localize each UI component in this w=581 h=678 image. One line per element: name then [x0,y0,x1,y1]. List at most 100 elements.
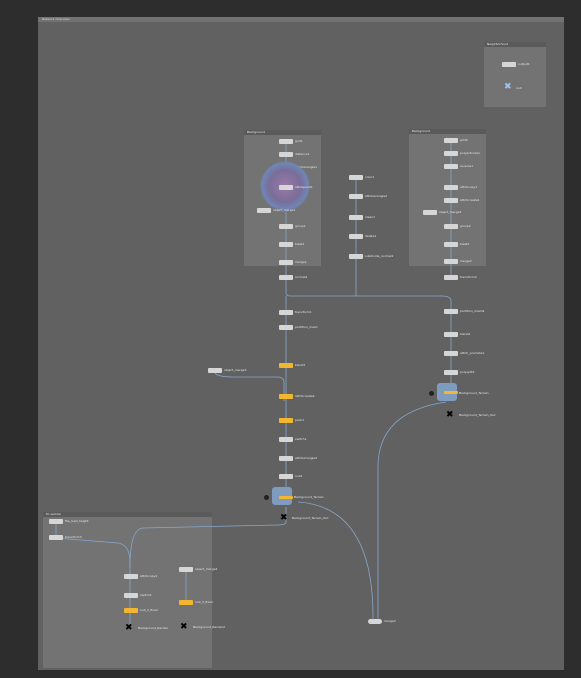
node-object-merge3[interactable] [208,368,222,373]
frame-bottom-section[interactable]: M. section [43,512,212,668]
node-attribcopy2[interactable] [124,574,138,579]
frame-title: Background [409,129,486,134]
network-canvas[interactable]: Network Overview Neighborhood Background… [38,17,564,670]
node-label: attribcreate1 [460,198,480,202]
output-node[interactable] [502,62,516,67]
node-delete1[interactable] [349,234,363,239]
node-label: merge3 [384,619,396,623]
node-attrib-promote1[interactable] [444,351,458,356]
node-group1[interactable] [279,224,293,229]
null-node-icon[interactable]: ✖ [504,82,512,92]
node-label: switch1 [295,437,307,441]
node-switch1[interactable] [279,437,293,442]
node-label: object_merge2 [439,210,462,214]
node-attribcopy1[interactable] [444,185,458,190]
node-attribwrangle3[interactable] [279,456,293,461]
node-switch2[interactable] [124,593,138,598]
node-merge1[interactable] [279,260,293,265]
node-attribcreate2[interactable] [279,394,293,399]
node-grid1[interactable] [279,139,293,144]
node-grid2[interactable] [444,138,458,143]
node-label: output1 [518,62,530,66]
node-label: null1 [295,474,303,478]
node-transform2[interactable] [444,275,458,280]
node-label: delete1 [365,234,377,238]
node-label: Background_Terrain_Out [459,413,496,417]
node-label: grid1 [295,139,303,143]
node-label: attribpaint1 [295,185,313,189]
node-blast2[interactable] [444,242,458,247]
bypass-icon[interactable]: ✖ [180,622,188,632]
node-transform1[interactable] [279,310,293,315]
node-label: blast2 [460,242,470,246]
node-label: object_merge1 [273,208,296,212]
node-blast1[interactable] [279,242,293,247]
node-label: merge1 [295,260,307,264]
node-object-merge1[interactable] [257,208,271,213]
node-blend2[interactable] [444,332,458,337]
node-null-2-fixed[interactable] [124,608,138,613]
node-terrain-left[interactable] [279,496,293,499]
node-polyextrude1[interactable] [444,151,458,156]
render-flag-dot[interactable] [429,391,434,396]
node-reverse1[interactable] [444,164,458,169]
canvas-title: Network Overview [42,17,70,21]
node-label: file_load_height [65,519,89,523]
node-null1[interactable] [279,474,293,479]
bypass-icon[interactable]: ✖ [280,513,288,523]
node-subdivide-normal1[interactable] [349,254,363,259]
node-object-merge4[interactable] [179,567,193,572]
frame-neighborhood[interactable]: Neighborhood [484,42,546,107]
node-label: blend2 [460,332,471,336]
render-flag-dot[interactable] [264,495,269,500]
node-label: attribcopy1 [460,185,478,189]
node-object-merge2[interactable] [423,210,437,215]
node-label: switch2 [140,593,152,597]
node-distance1[interactable] [279,152,293,157]
node-label: polyextrude1 [460,151,480,155]
node-terrain-right[interactable] [444,391,458,394]
node-label: group1 [295,224,306,228]
node-label: null_2_fixed [140,608,158,612]
node-label: blast1 [295,242,305,246]
node-label: object_merge3 [224,368,247,372]
node-partition-mesh[interactable] [279,325,293,330]
node-normal1[interactable] [279,275,293,280]
node-merge3[interactable] [368,619,382,624]
node-label: attrib_promote1 [460,351,485,355]
node-label: null_3_fixed [195,600,213,604]
node-merge2[interactable] [444,259,458,264]
node-label: null [516,86,522,90]
node-label: merge2 [460,259,472,263]
node-label: distance1 [295,152,310,156]
node-label: transform2 [460,275,477,279]
node-transform3[interactable] [49,535,63,540]
node-blend1[interactable] [279,363,293,368]
node-label: attribcreate2 [295,394,315,398]
node-null-3-fixed[interactable] [179,600,193,605]
node-label: pack1 [295,418,305,422]
node-partition-mesh2[interactable] [444,309,458,314]
node-label: polysplit1 [460,370,475,374]
node-pack1[interactable] [279,418,293,423]
node-attribwrangle2[interactable] [349,194,363,199]
canvas-title-bar: Network Overview [38,17,564,22]
node-group2[interactable] [444,224,458,229]
bypass-icon[interactable]: ✖ [446,410,454,420]
frame-title: Background [244,130,321,135]
node-attribpaint1[interactable] [279,185,293,190]
node-label: blend1 [295,363,306,367]
node-label: group2 [460,224,471,228]
node-label: Background_Terrain_Out [292,516,329,520]
node-attribcreate1[interactable] [444,198,458,203]
node-label: Background_Render2 [193,625,225,629]
node-color1[interactable] [349,175,363,180]
node-label: partition_mesh [295,325,318,329]
node-clean1[interactable] [349,215,363,220]
node-label: attribwrangle3 [295,456,318,460]
bypass-icon[interactable]: ✖ [125,623,133,633]
node-label: Background_Terrain [294,495,324,499]
node-polysplit1[interactable] [444,370,458,375]
node-label: clean1 [365,215,375,219]
node-file-load-height[interactable] [49,519,63,524]
